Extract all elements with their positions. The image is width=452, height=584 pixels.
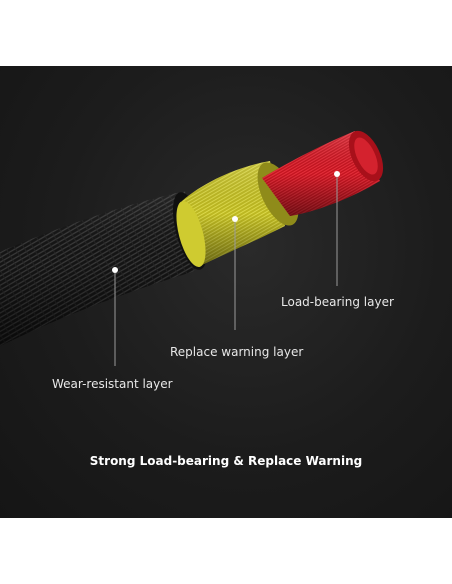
load-bearing-layer-shape	[262, 130, 384, 216]
wear-resistant-layer-label: Wear-resistant layer	[52, 377, 173, 391]
load-bearing-layer-label: Load-bearing layer	[281, 295, 394, 309]
callout-replace-warning	[232, 216, 238, 330]
replace-warning-layer-label: Replace warning layer	[170, 345, 304, 359]
callout-wear-resistant	[112, 267, 118, 366]
rope-layers-illustration	[0, 130, 384, 366]
product-caption: Strong Load-bearing & Replace Warning	[89, 454, 363, 468]
callout-load-bearing	[334, 171, 340, 286]
product-image-panel: Load-bearing layer Replace warning layer…	[0, 66, 452, 518]
